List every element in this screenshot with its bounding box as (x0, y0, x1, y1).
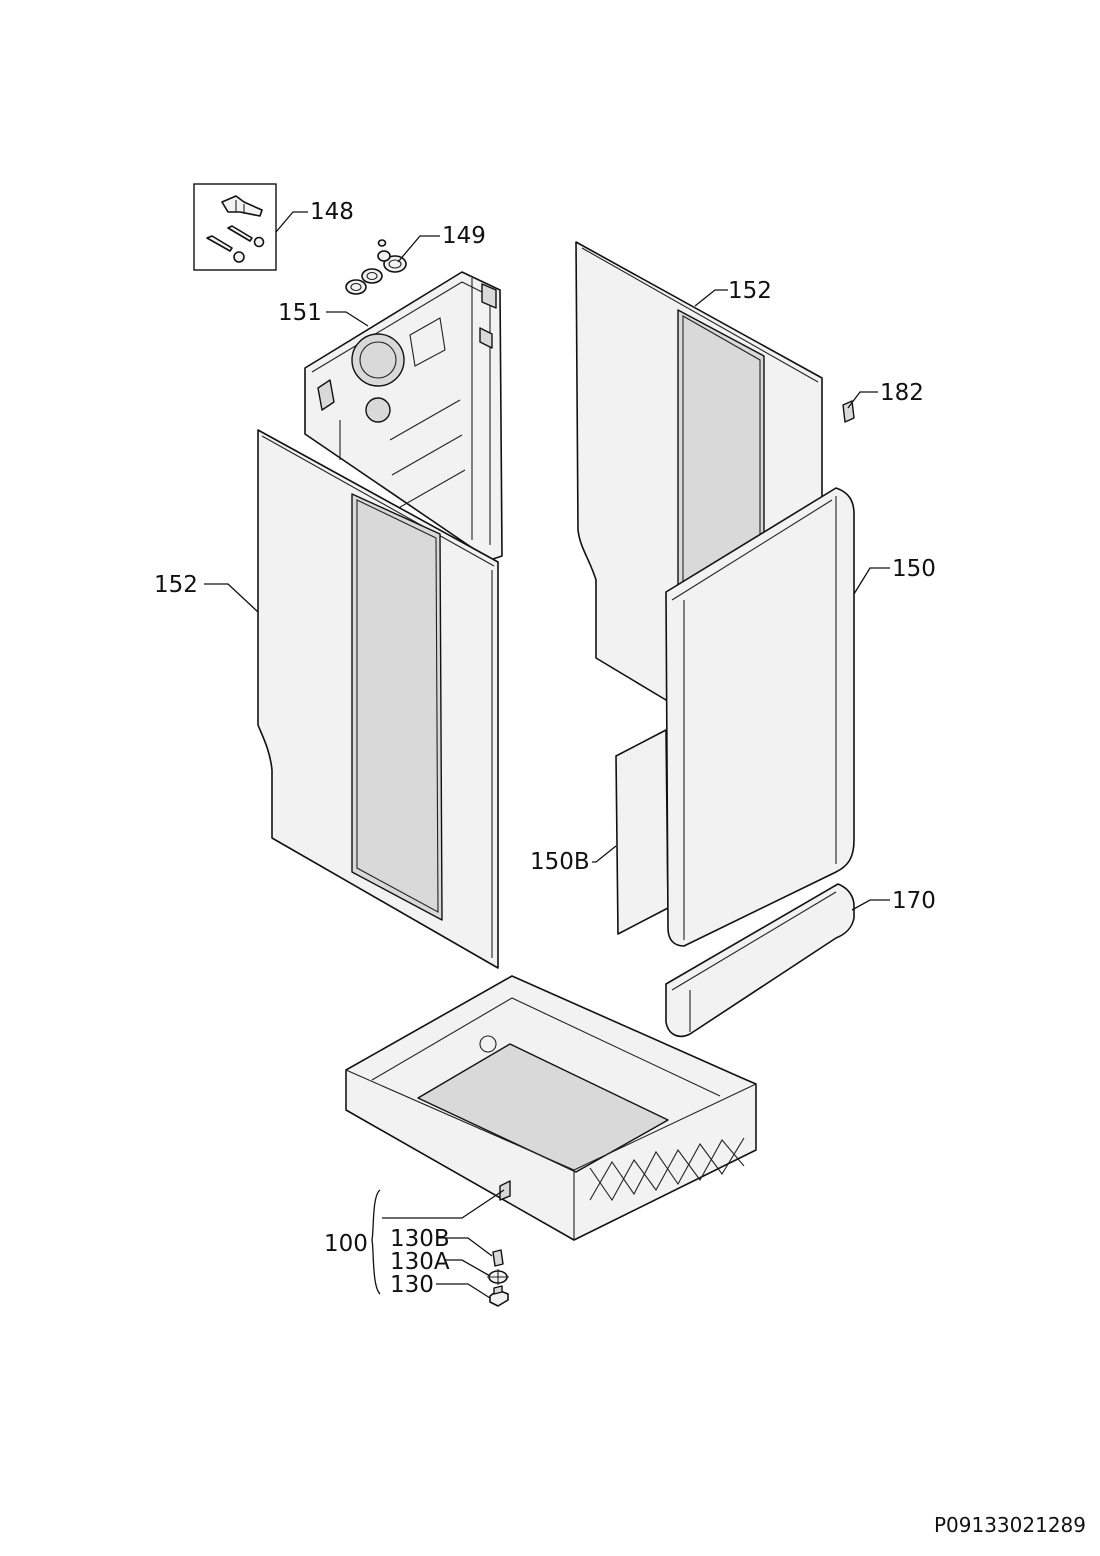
callout-150b: 150B (530, 849, 590, 875)
insulation-sheet-part-150b (615, 729, 669, 935)
callout-149: 149 (442, 223, 486, 249)
base-frame-part-100 (345, 975, 757, 1241)
side-panel-right-part-152 (575, 241, 823, 701)
callout-130b: 130B (390, 1226, 450, 1252)
screw-kit-part-148 (193, 183, 277, 271)
callout-152-left: 152 (154, 572, 198, 598)
callout-170: 170 (892, 888, 936, 914)
ring-set-part-149 (345, 239, 407, 295)
callout-152-right: 152 (728, 278, 772, 304)
callout-150: 150 (892, 556, 936, 582)
front-cover-part-150 (665, 487, 855, 947)
kick-plate-part-170 (665, 883, 855, 1038)
callout-100: 100 (324, 1231, 368, 1257)
rear-frame-part-151 (304, 271, 503, 561)
callout-151: 151 (278, 300, 322, 326)
foot-assembly-parts-130 (487, 1249, 509, 1307)
callout-148: 148 (310, 199, 354, 225)
clip-part-182 (842, 400, 855, 423)
callout-182: 182 (880, 380, 924, 406)
side-panel-left-part-152 (257, 429, 499, 969)
callout-130: 130 (390, 1272, 434, 1298)
callout-130a: 130A (390, 1249, 450, 1275)
leader-lines (204, 211, 890, 1299)
document-id: P09133021289 (934, 1513, 1086, 1537)
